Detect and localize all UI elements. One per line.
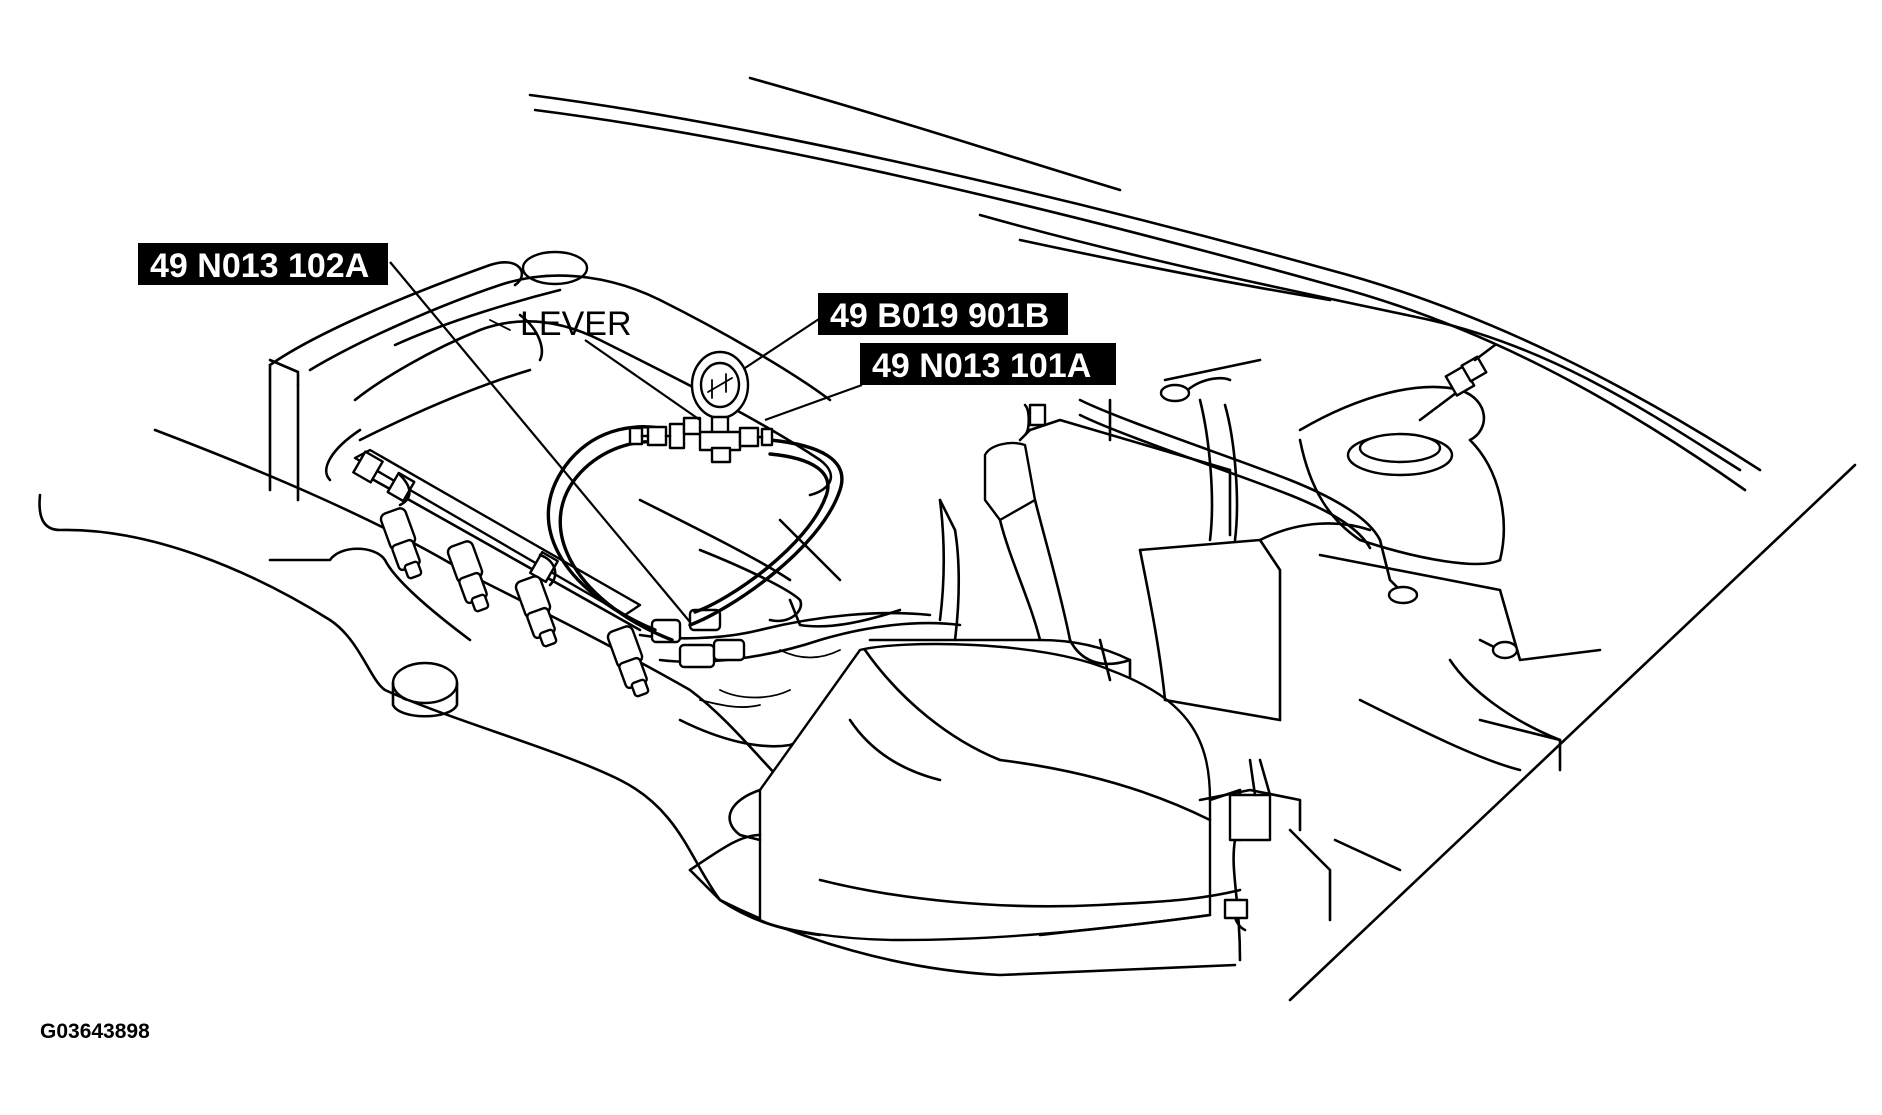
battery	[1018, 358, 1419, 722]
callout-49-n013-101a: 49 N013 101A	[860, 343, 1116, 385]
intake-duct	[938, 441, 1132, 666]
air-cleaner-box	[688, 638, 1242, 942]
callout-49-n013-102a: 49 N013 102A	[138, 243, 388, 285]
t-fitting	[628, 416, 774, 450]
fuel-injectors	[379, 507, 650, 698]
injector	[379, 507, 423, 580]
injector	[514, 575, 558, 648]
strut-tower	[1298, 385, 1602, 772]
callout-text: 49 N013 101A	[872, 347, 1091, 385]
hood-outline	[528, 76, 1857, 1002]
callout-leaders	[389, 261, 863, 623]
injector	[606, 625, 650, 698]
lever-label: LEVER	[520, 305, 632, 343]
callout-text: 49 B019 901B	[830, 297, 1049, 335]
engine-cover	[268, 250, 902, 628]
brake-line	[1418, 343, 1497, 422]
figure-id: G03643898	[40, 1020, 150, 1043]
fuel-rail	[352, 448, 642, 632]
fuel-hose	[546, 425, 844, 642]
injector	[446, 540, 490, 613]
callout-49-b019-901b: 49 B019 901B	[818, 293, 1068, 335]
callout-text: 49 N013 102A	[150, 247, 369, 285]
front-panel	[818, 638, 1402, 932]
fuel-pressure-gauge	[690, 350, 750, 464]
